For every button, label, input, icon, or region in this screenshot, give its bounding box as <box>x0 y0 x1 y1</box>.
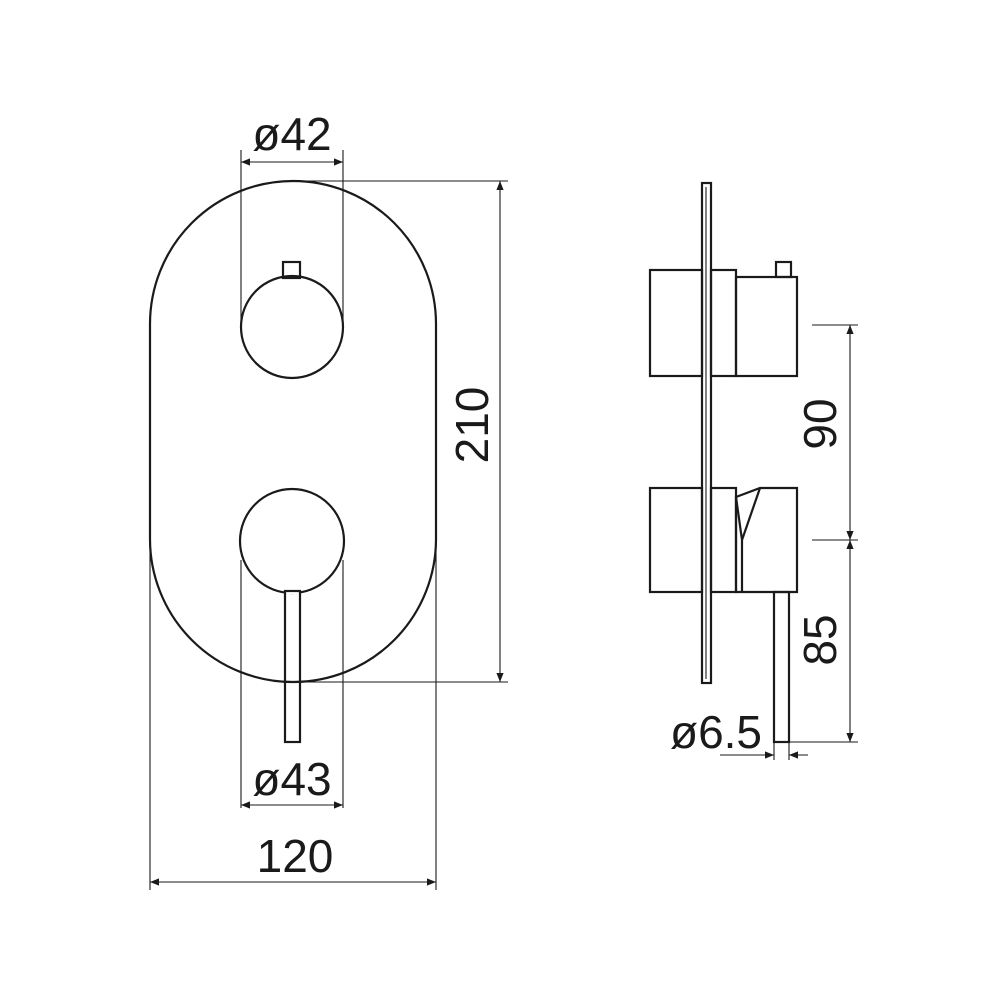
side-cover-plate <box>700 181 713 685</box>
lever-diameter-label: ø6.5 <box>670 706 762 758</box>
dim-top-knob: ø42 <box>240 108 344 324</box>
bottom-knob-diameter-label: ø43 <box>252 753 331 805</box>
bottom-knob-side <box>709 486 799 744</box>
bottom-knob <box>238 487 346 744</box>
width-label: 120 <box>257 830 334 882</box>
top-knob <box>239 260 345 380</box>
dim-bottom-knob: ø43 <box>240 560 344 809</box>
cover-plate <box>148 179 438 684</box>
lever-handle <box>283 589 302 744</box>
lower-spacing-label: 85 <box>794 614 846 665</box>
top-knob-circle <box>239 274 345 380</box>
top-knob-side <box>709 260 799 378</box>
side-knob-pin <box>774 260 793 279</box>
height-label: 210 <box>446 387 498 464</box>
dim-width: 120 <box>149 330 437 890</box>
side-lever <box>772 590 791 744</box>
top-body-block <box>648 268 704 378</box>
bottom-body-block <box>648 486 704 594</box>
bottom-knob-circle <box>238 487 346 595</box>
front-view: ø42 ø43 120 210 <box>148 108 508 890</box>
top-knob-diameter-label: ø42 <box>252 108 331 160</box>
side-view: 90 85 ø6.5 <box>648 181 858 760</box>
knob-pin <box>281 260 302 280</box>
dim-lower-spacing: 85 <box>790 540 858 743</box>
dim-height: 210 <box>292 180 508 683</box>
dim-upper-spacing: 90 <box>794 324 858 541</box>
dim-lever-diameter: ø6.5 <box>670 706 808 760</box>
upper-spacing-label: 90 <box>794 398 846 449</box>
